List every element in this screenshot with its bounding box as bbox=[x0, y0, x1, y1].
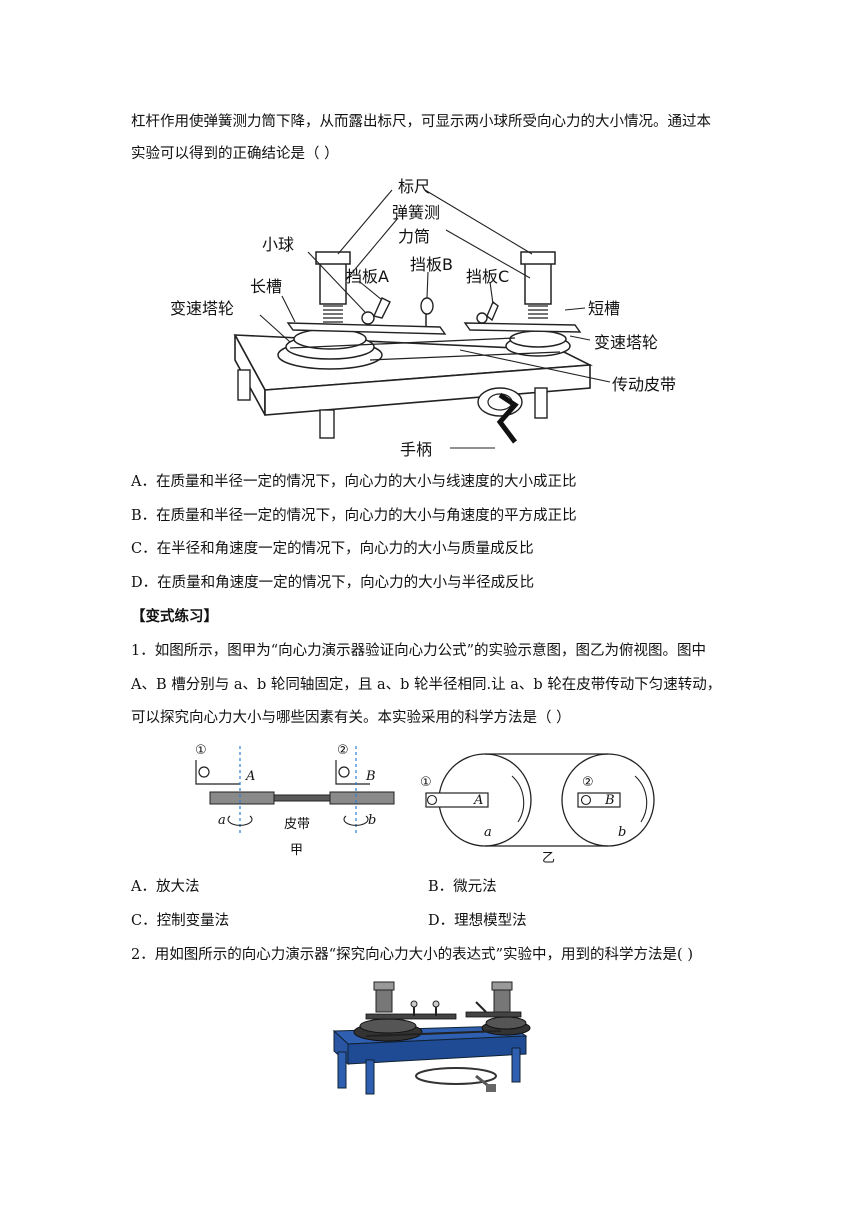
jia-caption: 甲 bbox=[290, 843, 303, 858]
label-speed-wheel-left: 变速塔轮 bbox=[170, 299, 234, 318]
label-baffle-c: 挡板C bbox=[466, 267, 509, 286]
circle-2-top-label: ② bbox=[582, 775, 594, 790]
label-baffle-a: 挡板A bbox=[346, 267, 389, 286]
label-belt: 传动皮带 bbox=[612, 375, 676, 394]
belt-diagram-figure: ① ② A B a b 皮带 甲 bbox=[195, 743, 655, 866]
label-short-groove: 短槽 bbox=[588, 299, 620, 318]
label-baffle-b: 挡板B bbox=[410, 255, 453, 274]
slot-b-label: B bbox=[365, 769, 376, 784]
wheel-a-top-label: a bbox=[484, 825, 492, 840]
label-long-groove: 长槽 bbox=[250, 277, 282, 296]
label-speed-wheel-right: 变速塔轮 bbox=[594, 333, 658, 352]
circle-2-label: ② bbox=[337, 743, 349, 758]
option-a: A．在质量和半径一定的情况下，向心力的大小与线速度的大小成正比 bbox=[131, 474, 577, 490]
option-c: C．在半径和角速度一定的情况下，向心力的大小与质量成反比 bbox=[131, 541, 534, 557]
slot-a-top-label: A bbox=[473, 793, 483, 808]
q1-option-b: B．微元法 bbox=[428, 879, 497, 895]
label-scale: 标尺 bbox=[398, 177, 430, 196]
intro-line-2: 实验可以得到的正确结论是（ ） bbox=[131, 146, 339, 162]
q1-line-3: 可以探究向心力大小与哪些因素有关。本实验采用的科学方法是（ ） bbox=[131, 710, 571, 726]
q1-option-d: D．理想模型法 bbox=[428, 913, 527, 929]
wheel-a-side-label: a bbox=[218, 813, 226, 828]
circle-1-label: ① bbox=[195, 743, 207, 758]
q1-option-a: A．放大法 bbox=[131, 879, 200, 895]
wheel-b-top-label: b bbox=[618, 825, 626, 840]
q1-line-1: 1．如图所示，图甲为“向心力演示器验证向心力公式”的实验示意图，图乙为俯视图。图… bbox=[131, 643, 707, 659]
q1-line-2: A、B 槽分别与 a、b 轮同轴固定，且 a、b 轮半径相同.让 a、b 轮在皮… bbox=[131, 677, 722, 693]
belt-label: 皮带 bbox=[284, 817, 310, 832]
q1-option-c: C．控制变量法 bbox=[131, 913, 230, 929]
apparatus-figure: 标尺 弹簧测 力筒 小球 挡板A 挡板B 挡板C 长槽 变速塔轮 短槽 变速塔轮… bbox=[170, 177, 676, 459]
yi-caption: 乙 bbox=[542, 851, 555, 866]
label-ball: 小球 bbox=[262, 235, 294, 254]
slot-a-label: A bbox=[245, 769, 255, 784]
label-spring-tube-1: 弹簧测 bbox=[392, 203, 440, 222]
section-title: 【变式练习】 bbox=[131, 608, 218, 625]
side-view-jia: ① ② A B a b 皮带 甲 bbox=[195, 743, 395, 858]
wheel-b-side-label: b bbox=[368, 813, 376, 828]
label-handle: 手柄 bbox=[400, 440, 432, 459]
label-spring-tube-2: 力筒 bbox=[398, 227, 430, 246]
slot-b-top-label: B bbox=[604, 793, 615, 808]
apparatus-color-figure bbox=[332, 981, 531, 1095]
top-view-yi: ① ② A B a b 乙 bbox=[420, 753, 655, 866]
intro-line-1: 杠杆作用使弹簧测力筒下降，从而露出标尺，可显示两小球所受向心力的大小情况。通过本 bbox=[131, 114, 711, 130]
option-b: B．在质量和半径一定的情况下，向心力的大小与角速度的平方成正比 bbox=[131, 508, 577, 524]
option-d: D．在质量和角速度一定的情况下，向心力的大小与半径成反比 bbox=[131, 575, 535, 591]
q2-line-1: 2．用如图所示的向心力演示器“探究向心力大小的表达式”实验中，用到的科学方法是(… bbox=[131, 947, 693, 963]
circle-1-top-label: ① bbox=[420, 775, 432, 790]
